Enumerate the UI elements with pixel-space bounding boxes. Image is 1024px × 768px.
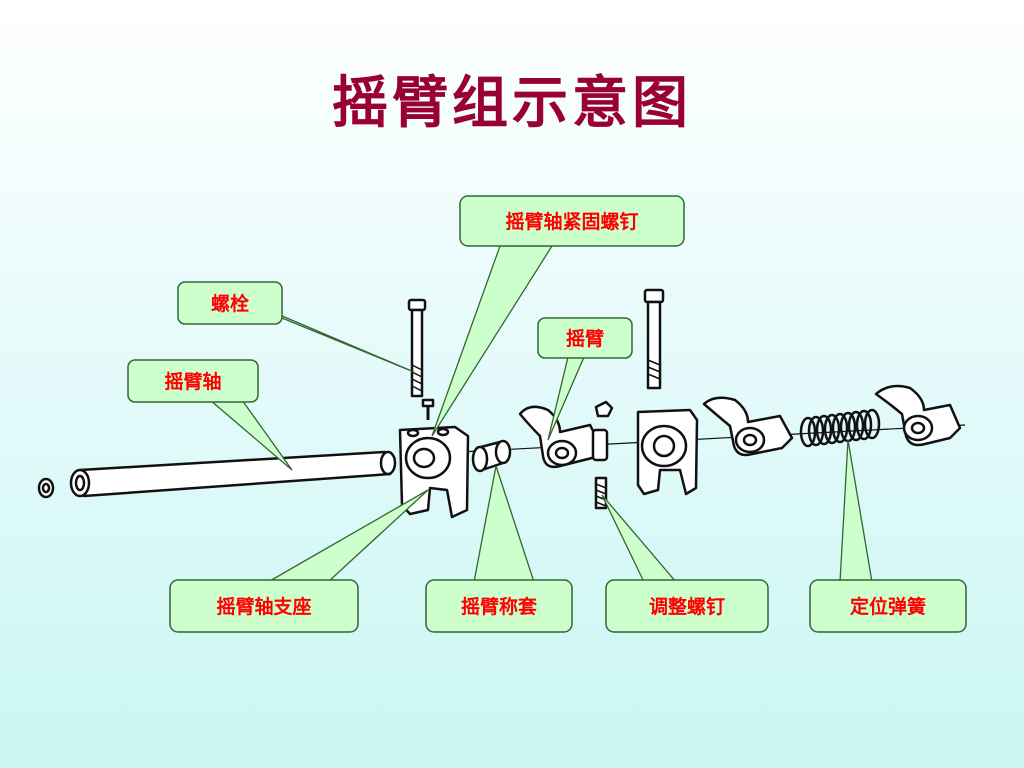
leader-shaft-support [265, 489, 429, 583]
label-rocker-shaft-support: 摇臂轴支座 [216, 595, 311, 618]
leader-spring [839, 439, 873, 583]
bolt-part [407, 298, 427, 398]
positioning-spring-part [799, 408, 881, 448]
callout-adjusting-screw-box [605, 579, 769, 633]
leader-adjusting-screw [601, 494, 678, 583]
callout-bushing-box [425, 579, 573, 633]
callout-spring-box [809, 579, 967, 633]
label-rocker-arm: 摇臂 [566, 327, 604, 350]
leader-bushing [473, 465, 535, 583]
callout-bolt-box [177, 281, 283, 325]
adjusting-screw-part [591, 428, 609, 510]
callout-shaft-support-box [169, 579, 359, 633]
rocker-shaft-part [69, 450, 397, 498]
label-adjusting-screw: 调整螺钉 [649, 595, 725, 618]
callout-rocker-shaft-bolt-box [459, 195, 685, 247]
shaft-support-part [398, 425, 470, 519]
fastening-screw-part [421, 398, 435, 420]
right-bolt-part [643, 288, 665, 390]
bushing-part [471, 439, 512, 473]
rocker-arm-2-part [702, 396, 794, 457]
rocker-arm-3-part [874, 384, 962, 447]
callout-rocker-shaft-box [127, 359, 259, 403]
right-support-part [636, 408, 699, 496]
label-rocker-shaft-bolt: 摇臂轴紧固螺钉 [505, 210, 638, 233]
label-rocker-shaft: 摇臂轴 [164, 370, 221, 393]
rocker-arm-1-part [518, 405, 604, 469]
page-title: 摇臂组示意图 [332, 70, 692, 136]
nut-part [594, 400, 614, 418]
label-positioning-spring: 定位弹簧 [850, 595, 926, 618]
callout-rocker-arm-box [537, 317, 633, 359]
label-bolt: 螺栓 [211, 292, 249, 315]
label-rocker-bushing: 摇臂称套 [461, 595, 538, 618]
